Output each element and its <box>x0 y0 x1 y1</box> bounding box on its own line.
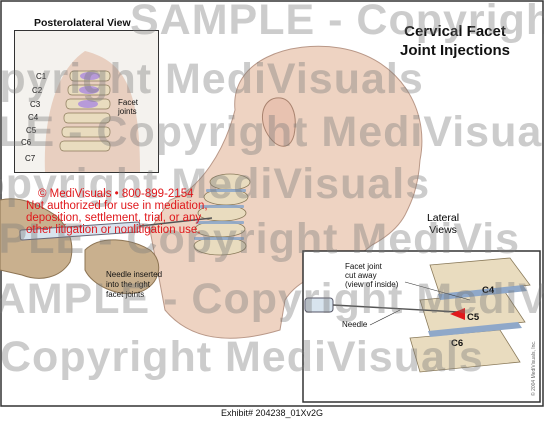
neck-discs <box>194 189 246 240</box>
lateral-spine <box>409 257 531 373</box>
watermark-2: Copyright MediVisuals <box>0 55 424 103</box>
level-c5: C5 <box>26 126 37 135</box>
facet-cut-label: Facet joint cut away (view of inside) <box>345 262 398 289</box>
facet-pointer <box>404 281 471 301</box>
syringe-barrel <box>19 221 141 241</box>
lateral-copyright: © 2004 MediVisuals, Inc. <box>531 340 537 396</box>
watermark-3: SAMPLE - Copyright MediVisuals <box>0 108 544 156</box>
notice-line4: other litigation or nonlitigation use. <box>26 224 201 236</box>
lateral-line1: Lateral <box>426 212 460 224</box>
page-title: Cervical Facet Joint Injections <box>370 22 540 60</box>
posterolateral-spine <box>44 51 140 172</box>
watermark-1: SAMPLE - Copyright MediVisuals <box>130 0 544 44</box>
needle-line <box>139 217 213 227</box>
lateral-discs <box>428 285 527 337</box>
needle-pointer <box>369 309 401 326</box>
level-c4: C4 <box>28 113 39 122</box>
needle-caption-line3: facet joints <box>106 290 145 299</box>
facet-joints-label: Facet joints <box>118 98 138 116</box>
facet-cut-line2: cut away <box>345 271 377 280</box>
exhibit-number: Exhibit# 204238_01Xv2G <box>220 408 324 418</box>
facet-label-line1: Facet <box>118 98 139 107</box>
right-hand <box>84 239 160 294</box>
facet-cut-line1: Facet joint <box>345 262 382 271</box>
title-line2: Joint Injections <box>399 42 510 59</box>
lateral-level-c6: C6 <box>451 338 464 349</box>
notice-line3: deposition, settlement, trial, or any <box>26 212 202 224</box>
level-c6: C6 <box>21 138 32 147</box>
ear-shape <box>261 97 296 147</box>
needle-caption-line1: Needle inserted <box>106 270 163 279</box>
level-c3: C3 <box>30 100 41 109</box>
watermark-5: SAMPLE - Copyright MediVis <box>0 215 521 263</box>
notice-line1: © MediVisuals • 800-899-2154 <box>38 188 194 200</box>
lateral-level-c5: C5 <box>467 312 480 323</box>
notice-line2: Not authorized for use in mediation, <box>26 200 208 212</box>
facet-label-line2: joints <box>118 107 137 116</box>
needle-caption: Needle inserted into the right facet joi… <box>106 270 162 300</box>
legal-notice: © MediVisuals • 800-899-2154 Not authori… <box>26 188 208 236</box>
posterolateral-heading: Posterolateral View <box>34 17 131 29</box>
facet-cut-line3: (view of inside) <box>345 280 399 289</box>
lateral-line2: Views <box>429 224 457 236</box>
lateral-needle <box>332 304 459 313</box>
level-c1: C1 <box>36 72 47 81</box>
needle-caption-line2: into the right <box>106 280 151 289</box>
watermark-4: SAMPLE - Copyright MediVisuals <box>0 160 431 208</box>
title-line1: Cervical Facet <box>404 23 506 40</box>
neck-spine <box>193 173 251 256</box>
watermark-6: SAMPLE - Copyright MediVisuals <box>0 275 544 323</box>
lateral-level-c4: C4 <box>482 285 495 296</box>
lateral-needle-label: Needle <box>342 320 368 329</box>
lateral-views-label: Lateral Views <box>418 212 468 236</box>
posterolateral-inset <box>14 30 159 173</box>
injection-arrow <box>450 308 465 320</box>
head-shape <box>149 45 423 339</box>
level-c7: C7 <box>25 154 36 163</box>
level-c2: C2 <box>32 86 43 95</box>
watermark-7: Copyright MediVisuals <box>0 333 484 381</box>
